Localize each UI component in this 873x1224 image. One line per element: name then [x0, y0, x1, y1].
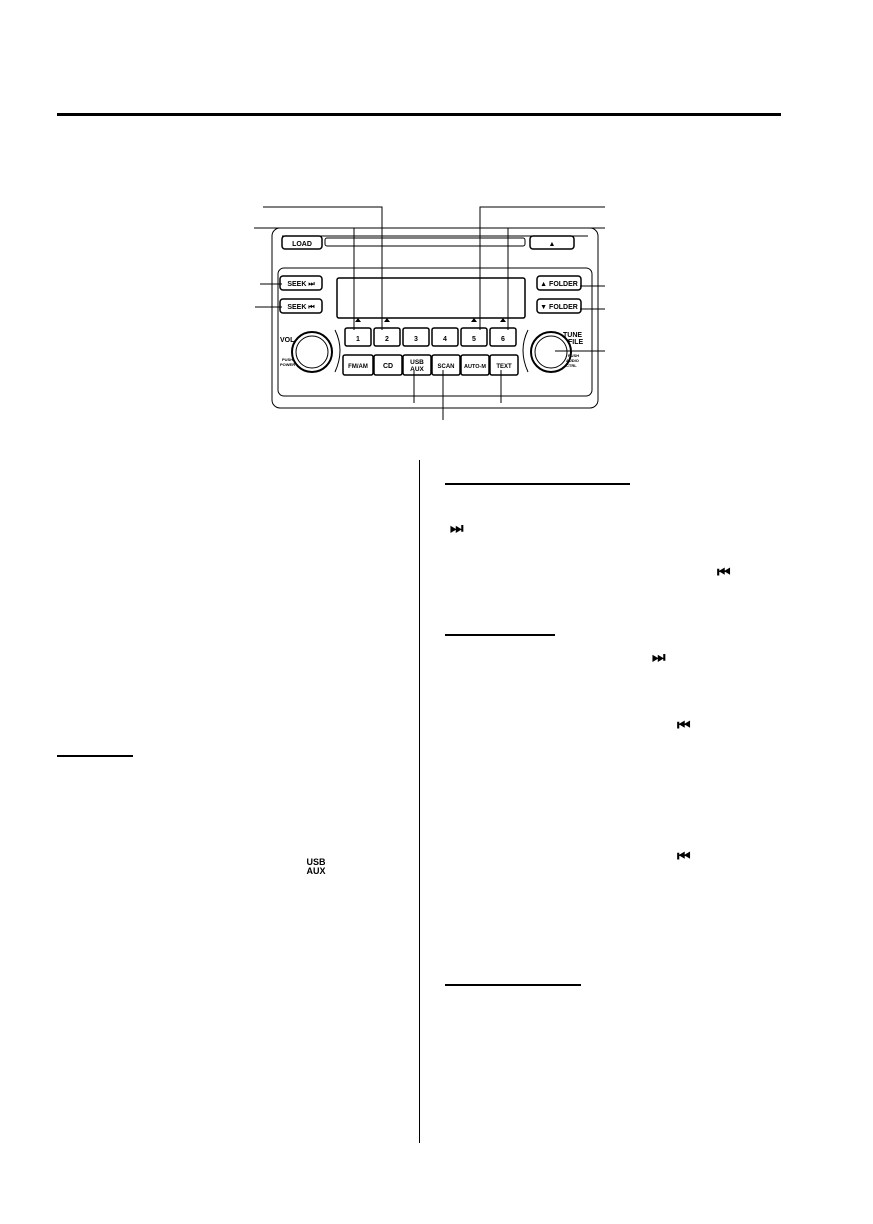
- skip-back-icon: ⏮: [677, 716, 691, 734]
- usb-aux-button: [402, 354, 432, 376]
- push-audio-label-2: AUDIO: [566, 358, 579, 363]
- heading-underline-1: [445, 483, 630, 485]
- heading-underline-left: [57, 755, 133, 757]
- text-button: [489, 354, 519, 376]
- preset-2-button: [373, 327, 401, 347]
- header-rule: [57, 113, 781, 116]
- seek-down-label: SEEK ⏮: [287, 304, 315, 311]
- cd-button: [373, 354, 403, 376]
- preset-6-label: 6: [501, 336, 505, 343]
- folder-up-label: ▲ FOLDER: [540, 281, 578, 288]
- skip-forward-icon: ⏭: [450, 519, 464, 537]
- cd-label: CD: [383, 363, 393, 370]
- preset-6-button: [489, 327, 517, 347]
- folder-down-button: [536, 298, 582, 314]
- preset-1-button: [344, 327, 372, 347]
- preset-marker-6: [500, 318, 506, 322]
- preset-3-label: 3: [414, 336, 418, 343]
- volume-knob: [291, 331, 333, 373]
- load-button-label: LOAD: [292, 241, 312, 248]
- callout-lines: [254, 206, 605, 420]
- push-power-label-2: POWER: [280, 362, 295, 367]
- fm-am-button: [342, 354, 374, 376]
- preset-marker-2: [384, 318, 390, 322]
- preset-5-label: 5: [472, 336, 476, 343]
- load-button: [281, 235, 323, 250]
- vol-label: VOL: [280, 337, 295, 344]
- usb-aux-icon: USB AUX: [306, 857, 326, 876]
- push-audio-label-1: PUSH: [568, 353, 579, 358]
- skip-back-icon: ⏮: [717, 563, 731, 581]
- display-screen: [336, 277, 526, 319]
- unit-frame: [271, 227, 599, 409]
- eject-button-label: ▲: [549, 241, 556, 248]
- tune-knob: [530, 331, 572, 373]
- auto-m-button: [460, 354, 490, 376]
- preset-3-button: [402, 327, 430, 347]
- push-audio-label-3: CTRL: [566, 363, 577, 368]
- seek-up-button: [279, 275, 323, 291]
- eject-button: [529, 235, 575, 250]
- preset-4-label: 4: [443, 336, 447, 343]
- scan-label: SCAN: [437, 364, 454, 370]
- push-power-label-1: PUSH: [282, 357, 293, 362]
- aux-label: AUX: [410, 366, 424, 373]
- skip-forward-icon: ⏭: [652, 648, 666, 666]
- preset-1-label: 1: [356, 336, 360, 343]
- preset-2-label: 2: [385, 336, 389, 343]
- tune-label: TUNE: [563, 332, 582, 339]
- folder-down-label: ▼ FOLDER: [540, 304, 578, 311]
- heading-underline-2: [445, 634, 555, 636]
- column-divider: [419, 460, 420, 1143]
- preset-5-button: [460, 327, 488, 347]
- file-label: FILE: [568, 339, 583, 346]
- heading-underline-3: [445, 984, 581, 986]
- preset-marker-5: [471, 318, 477, 322]
- skip-back-icon: ⏮: [677, 847, 691, 865]
- scan-button: [431, 354, 461, 376]
- text-label: TEXT: [496, 364, 512, 370]
- auto-m-label: AUTO-M: [464, 364, 486, 370]
- usb-label: USB: [410, 359, 424, 366]
- seek-up-label: SEEK ⏭: [287, 281, 315, 288]
- seek-down-button: [279, 298, 323, 314]
- audio-unit-illustration: LOAD ▲ SEEK ⏭ SEEK ⏮ ▲ FOLDER ▼ FOLDER 1…: [254, 206, 605, 420]
- folder-up-button: [536, 275, 582, 291]
- preset-marker-1: [355, 318, 361, 322]
- fm-am-label: FM/AM: [348, 364, 368, 370]
- preset-4-button: [431, 327, 459, 347]
